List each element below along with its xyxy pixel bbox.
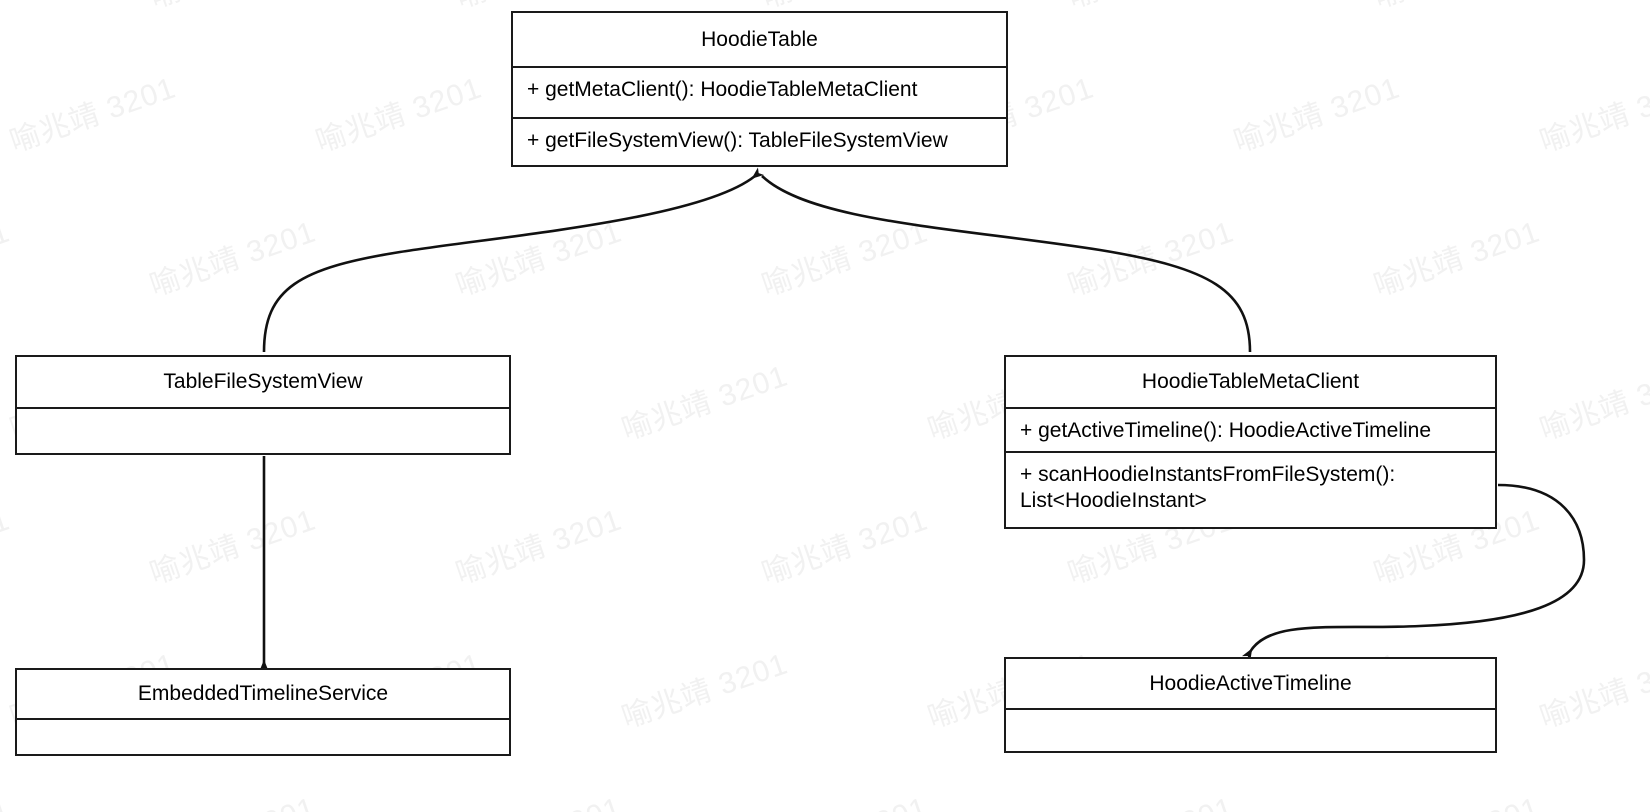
class-method-hoodie-table-meta-client-0: + getActiveTimeline(): HoodieActiveTimel… (1006, 409, 1495, 453)
watermark-text: 喻兆靖 3201 (755, 783, 933, 812)
watermark-text: 喻兆靖 3201 (5, 71, 181, 159)
watermark-text: 喻兆靖 3201 (311, 71, 487, 159)
watermark-text: 喻兆靖 3201 (145, 503, 321, 591)
watermark-text: 喻兆靖 3201 (757, 503, 933, 591)
class-method-hoodie-table-0: + getMetaClient(): HoodieTableMetaClient (513, 68, 1006, 119)
class-title-hoodie-table-meta-client: HoodieTableMetaClient (1006, 357, 1495, 409)
watermark-text: 喻兆靖 3201 (1367, 783, 1545, 812)
class-title-table-file-system-view: TableFileSystemView (17, 357, 509, 409)
class-box-hoodie-active-timeline[interactable]: HoodieActiveTimeline (1004, 657, 1497, 753)
class-title-hoodie-table: HoodieTable (513, 13, 1006, 68)
watermark-text: 喻兆靖 3201 (757, 215, 933, 303)
watermark-text: 喻兆靖 3201 (1061, 783, 1239, 812)
class-box-table-file-system-view[interactable]: TableFileSystemView (15, 355, 511, 455)
class-title-embedded-timeline-service: EmbeddedTimelineService (17, 670, 509, 720)
watermark-text: 喻兆靖 3201 (451, 215, 627, 303)
watermark-text: 喻兆靖 3201 (1063, 215, 1239, 303)
class-box-embedded-timeline-service[interactable]: EmbeddedTimelineService (15, 668, 511, 756)
class-box-hoodie-table[interactable]: HoodieTable + getMetaClient(): HoodieTab… (511, 11, 1008, 167)
watermark-text: 喻兆靖 3201 (1061, 0, 1239, 17)
watermark-text: 喻兆靖 3201 (1369, 215, 1545, 303)
class-method-hoodie-table-meta-client-1: + scanHoodieInstantsFromFileSystem(): Li… (1020, 463, 1396, 513)
watermark-text: 喻兆靖 3201 (0, 503, 15, 591)
watermark-text: 喻兆靖 3201 (451, 503, 627, 591)
watermark-text: 喻兆靖 3201 (617, 359, 793, 447)
edge-tablefilesystemview-to-hoodietable (262, 167, 764, 353)
class-method-hoodie-table-1: + getFileSystemView(): TableFileSystemVi… (527, 129, 948, 152)
watermark-text: 喻兆靖 3201 (1535, 359, 1650, 447)
watermark-text: 喻兆靖 3201 (0, 0, 15, 17)
class-title-hoodie-active-timeline: HoodieActiveTimeline (1006, 659, 1495, 710)
edge-hoodietablemetaclient-to-hoodietable (761, 175, 1252, 353)
watermark-text: 喻兆靖 3201 (449, 783, 627, 812)
watermark-text: 喻兆靖 3201 (143, 0, 321, 17)
watermark-text: 喻兆靖 3201 (145, 215, 321, 303)
class-members-embedded-timeline-service (17, 720, 509, 754)
watermark-text: 喻兆靖 3201 (143, 783, 321, 812)
watermark-text: 喻兆靖 3201 (617, 647, 793, 735)
watermark-text: 喻兆靖 3201 (1535, 647, 1650, 735)
class-box-hoodie-table-meta-client[interactable]: HoodieTableMetaClient + getActiveTimelin… (1004, 355, 1497, 529)
class-members-hoodie-active-timeline (1006, 710, 1495, 751)
watermark-text: 喻兆靖 3201 (1535, 71, 1650, 159)
watermark-text: 喻兆靖 3201 (1367, 0, 1545, 17)
class-members-table-file-system-view (17, 409, 509, 453)
watermark-text: 喻兆靖 3201 (0, 783, 15, 812)
watermark-text: 喻兆靖 3201 (0, 215, 15, 303)
watermark-text: 喻兆靖 3201 (1229, 71, 1405, 159)
